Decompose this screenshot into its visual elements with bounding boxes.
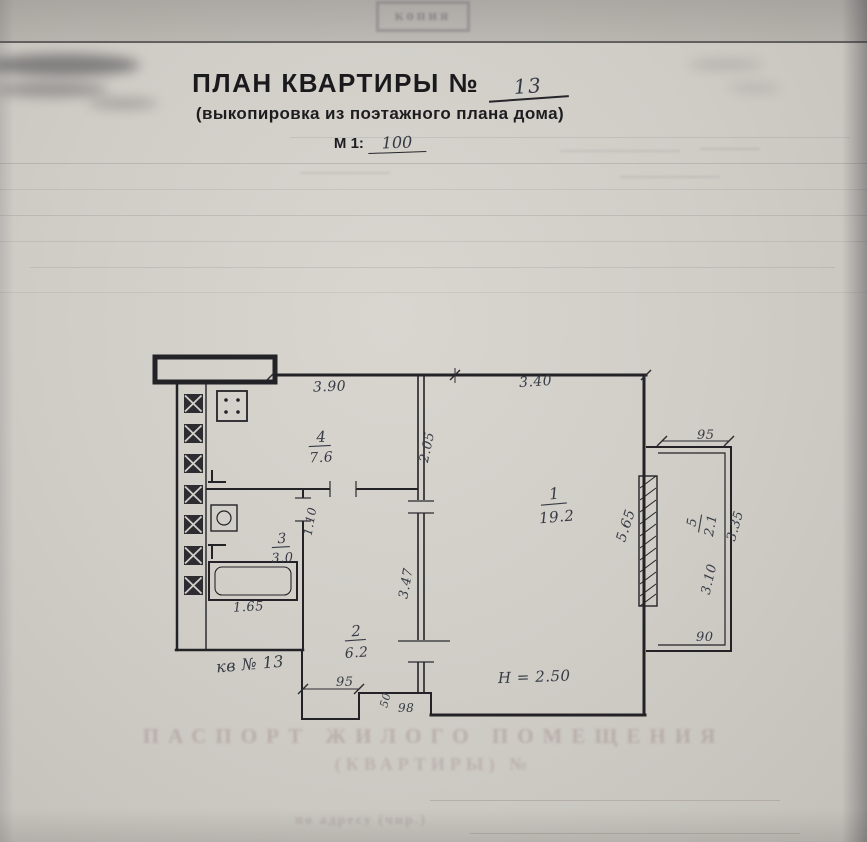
ghost-rule — [430, 800, 780, 801]
dim-room-depth: 5.65 — [613, 508, 638, 544]
radiator-icon — [208, 544, 226, 559]
dim-balcony-outer: 3.35 — [724, 509, 747, 543]
room3-number: 3 — [277, 531, 287, 547]
dim-entry-width: 95 — [336, 675, 354, 690]
dim-balcony-top: 95 — [697, 428, 715, 443]
ghost-address-line: по адресу (чир.) — [295, 813, 427, 828]
ghost-scribble — [620, 176, 720, 178]
scan-smudge — [688, 60, 762, 69]
room3-area: 3.0 — [271, 550, 294, 566]
room1-label: 1 19.2 — [538, 484, 575, 528]
ghost-rule — [30, 267, 835, 268]
room1-number: 1 — [548, 484, 560, 504]
title-block: ПЛАН КВАРТИРЫ № 13 (выкопировка из поэта… — [95, 68, 665, 155]
copy-stamp: копия — [376, 1, 470, 32]
apartment-caption: кв № 13 — [215, 652, 284, 677]
page-subtitle: (выкопировка из поэтажного плана дома) — [195, 104, 565, 123]
bathtub-icon — [208, 561, 298, 601]
scale-row: М 1: 100 — [95, 131, 665, 155]
vent-shaft-cross-hatch — [184, 394, 203, 595]
ghost-rule — [290, 137, 850, 138]
ghost-rule — [0, 163, 867, 164]
balcony-outline — [646, 446, 732, 652]
dim-step-large: 98 — [398, 701, 414, 715]
interior-walls — [206, 375, 425, 693]
dim-balcony-inner: 3.10 — [699, 562, 721, 596]
dimension-ticks — [266, 368, 735, 695]
stove-icon — [216, 390, 248, 422]
stair-wall-block — [152, 354, 278, 385]
scan-smudge — [88, 98, 158, 109]
ghost-rule — [470, 833, 800, 834]
ghost-rule — [0, 189, 867, 190]
page-title: ПЛАН КВАРТИРЫ № 13 — [95, 68, 665, 103]
ghost-rule — [0, 241, 867, 242]
room5-label: 5 2.1 — [685, 513, 721, 538]
title-text: ПЛАН КВАРТИРЫ № — [192, 68, 480, 98]
room2-area: 6.2 — [344, 644, 369, 662]
room5-number: 5 — [685, 517, 701, 528]
ceiling-height-label: H = 2.50 — [497, 667, 571, 688]
scan-top-strip — [0, 0, 867, 43]
room4-area: 7.6 — [309, 449, 334, 466]
room3-label: 3 3.0 — [271, 531, 294, 567]
scale-label: М 1: — [333, 135, 364, 152]
ghost-scribble — [300, 172, 390, 174]
room5-area: 2.1 — [702, 513, 721, 538]
ghost-subheading: (КВАРТИРЫ) № — [334, 754, 533, 774]
radiator-icon — [208, 470, 226, 483]
dim-step-small: 50 — [377, 691, 393, 709]
dim-kitchen-depth: 2.05 — [417, 431, 438, 465]
room2-number: 2 — [350, 622, 362, 641]
balcony-window-icon — [638, 475, 658, 607]
plan-labels: 3.90 3.40 95 4 7.6 2.05 1 19.2 5.65 5 2.… — [215, 373, 747, 715]
ghost-heading: ПАСПОРТ ЖИЛОГО ПОМЕЩЕНИЯ — [142, 724, 725, 748]
dim-balcony-bottom: 90 — [696, 630, 714, 645]
room4-label: 4 7.6 — [308, 428, 334, 467]
dim-top-left: 3.90 — [313, 378, 347, 395]
room2-label: 2 6.2 — [344, 622, 369, 662]
dim-hall-length: 3.47 — [396, 567, 416, 600]
ghost-rule — [0, 292, 867, 293]
ghost-scribble — [560, 150, 680, 152]
ghost-rule — [0, 215, 867, 216]
room4-number: 4 — [315, 428, 327, 447]
ghost-scribble — [700, 148, 760, 150]
scan-smudge — [0, 82, 108, 97]
dim-nook: 1.10 — [301, 506, 320, 537]
toilet-icon — [210, 504, 238, 532]
room1-area: 19.2 — [538, 506, 575, 527]
dim-top-right: 3.40 — [518, 373, 552, 391]
scan-smudge — [728, 84, 780, 92]
scan-smudge — [0, 54, 140, 76]
dim-tub-length: 1.65 — [233, 599, 265, 616]
